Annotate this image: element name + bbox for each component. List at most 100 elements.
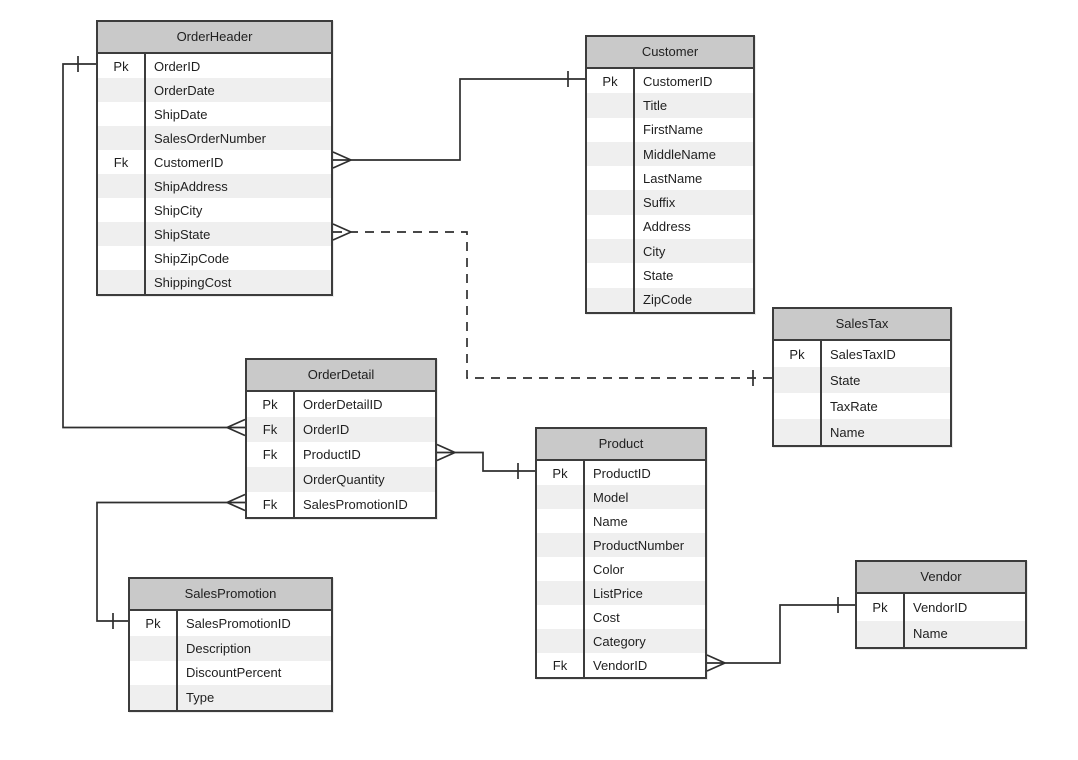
field-row: TaxRate [774, 393, 950, 419]
field-row: LastName [587, 166, 753, 191]
field-name-label: Title [643, 97, 668, 113]
field-key-label: Pk [587, 69, 635, 94]
field-name-label: CustomerID [643, 73, 713, 89]
field-key-label: Fk [537, 653, 585, 677]
field-name-label: VendorID [913, 599, 968, 615]
field-key-label [130, 635, 178, 661]
relationship-line[interactable] [437, 451, 535, 472]
field-key-label [587, 287, 635, 312]
field-key-label [537, 605, 585, 629]
field-row: SalesOrderNumber [98, 126, 331, 150]
entity-title: Vendor [857, 562, 1025, 594]
relationship-orderheader-salestax[interactable] [332, 223, 772, 386]
crow-foot-many-marker [436, 443, 456, 462]
field-row: State [774, 367, 950, 393]
field-key-label [537, 533, 585, 557]
field-key-label [587, 141, 635, 167]
field-name-label: SalesPromotionID [303, 497, 408, 512]
field-key-label [774, 419, 822, 445]
field-key-label [537, 509, 585, 533]
field-name-label: OrderID [303, 422, 350, 437]
field-key-label [587, 239, 635, 264]
field-row: Cost [537, 605, 705, 629]
field-name-label: VendorID [593, 657, 648, 673]
field-key-label [537, 629, 585, 653]
field-key-label [537, 485, 585, 509]
field-key-label: Fk [98, 150, 146, 174]
field-name-label: ShippingCost [154, 274, 232, 290]
relationship-orderdetail-orderheader[interactable] [62, 56, 246, 437]
field-name-label: LastName [643, 170, 703, 186]
field-key-label [587, 263, 635, 288]
crow-foot-many-marker [226, 418, 246, 437]
field-row: DiscountPercent [130, 660, 331, 686]
field-row: Fk ProductID [247, 442, 435, 467]
field-key-label: Pk [774, 341, 822, 367]
field-row: OrderDate [98, 78, 331, 102]
field-name-label: CustomerID [154, 154, 224, 170]
field-row: Fk CustomerID [98, 150, 331, 174]
field-name-label: ProductID [303, 447, 361, 462]
entity-title: SalesTax [774, 309, 950, 341]
field-key-label [774, 367, 822, 393]
field-name-label: OrderDate [154, 82, 215, 98]
field-name-label: MiddleName [643, 146, 716, 162]
field-name-label: SalesPromotionID [186, 615, 291, 631]
field-key-label: Pk [98, 54, 146, 78]
relationship-line-dashed[interactable] [333, 231, 772, 379]
field-name-label: OrderDetailID [303, 397, 383, 412]
field-key-label [537, 581, 585, 605]
field-name-label: SalesTaxID [830, 346, 896, 362]
field-row: State [587, 263, 753, 288]
relationship-orderdetail-salespromotion[interactable] [96, 493, 246, 630]
field-row: Pk CustomerID [587, 69, 753, 94]
field-key-label [587, 214, 635, 240]
field-row: Pk SalesTaxID [774, 341, 950, 367]
field-name-label: ShipCity [154, 202, 203, 218]
field-name-label: FirstName [643, 122, 703, 138]
field-key-label [98, 198, 146, 222]
relationship-line[interactable] [62, 63, 245, 429]
field-name-label: Model [593, 489, 629, 505]
relationship-orderdetail-product[interactable] [436, 443, 535, 480]
field-key-label [587, 93, 635, 118]
field-name-label: ListPrice [593, 585, 643, 601]
field-row: Description [130, 635, 331, 661]
crow-foot-many-marker [706, 654, 726, 672]
field-name-label: ShipAddress [154, 178, 228, 194]
field-name-label: SalesOrderNumber [154, 130, 266, 146]
field-name-label: ZipCode [643, 292, 693, 308]
field-row: ShipZipCode [98, 246, 331, 270]
relationship-orderheader-customer[interactable] [332, 71, 585, 169]
field-row: Model [537, 485, 705, 509]
field-row: Address [587, 214, 753, 240]
relationship-line[interactable] [333, 78, 585, 161]
field-row: Name [857, 620, 1025, 647]
field-key-label: Fk [247, 442, 295, 467]
field-key-label [98, 270, 146, 294]
field-key-label: Pk [537, 461, 585, 485]
crow-foot-many-marker [226, 493, 246, 512]
field-key-label [98, 174, 146, 198]
entity-title: Product [537, 429, 705, 461]
field-row: Suffix [587, 190, 753, 215]
crow-foot-many-marker [332, 223, 352, 241]
field-row: Color [537, 557, 705, 581]
relationship-line[interactable] [707, 604, 855, 664]
relationship-product-vendor[interactable] [706, 597, 855, 672]
